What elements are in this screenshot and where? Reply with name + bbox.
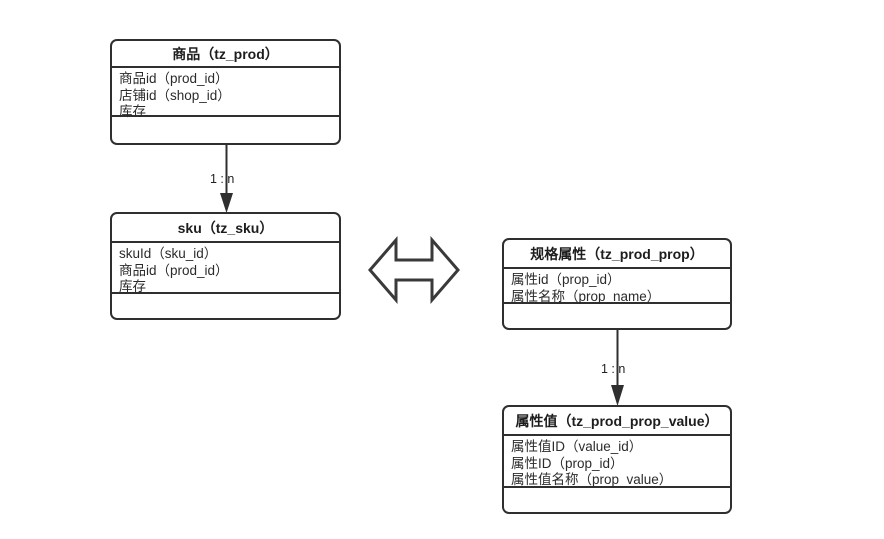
attribute-row: 库存 xyxy=(119,279,146,294)
entity-tz-prod-methods xyxy=(112,117,339,141)
entity-tz-prod-prop-value-methods xyxy=(504,488,730,512)
double-arrow-icon xyxy=(368,236,460,304)
attribute-row: 商品id（prod_id） xyxy=(119,71,229,86)
attribute-row: 属性id（prop_id） xyxy=(511,272,621,287)
entity-tz-sku[interactable]: sku（tz_sku） skuId（sku_id） 商品id（prod_id） … xyxy=(110,212,341,320)
attribute-row: 属性名称（prop_name） xyxy=(511,288,661,304)
entity-tz-sku-attributes: skuId（sku_id） 商品id（prod_id） 库存 xyxy=(112,243,339,294)
relation-prod-sku-label: 1 : n xyxy=(210,172,235,186)
relation-prop-propvalue xyxy=(611,328,624,406)
entity-tz-prod-title-text: 商品（tz_prod） xyxy=(172,45,279,62)
entity-tz-prod-prop-value-title-text: 属性值（tz_prod_prop_value） xyxy=(515,412,719,429)
entity-tz-prod-prop-value-attributes: 属性值ID（value_id） 属性ID（prop_id） 属性值名称（prop… xyxy=(504,436,730,488)
entity-tz-sku-methods xyxy=(112,294,339,318)
relation-prop-propvalue-label: 1 : n xyxy=(601,362,626,376)
entity-tz-prod-prop-title: 规格属性（tz_prod_prop） xyxy=(504,240,730,269)
entity-tz-prod-prop-methods xyxy=(504,304,730,328)
entity-tz-prod-title: 商品（tz_prod） xyxy=(112,41,339,68)
attribute-row: 库存 xyxy=(119,104,146,119)
entity-tz-sku-title: sku（tz_sku） xyxy=(112,214,339,243)
entity-tz-prod-attributes: 商品id（prod_id） 店铺id（shop_id） 库存 xyxy=(112,68,339,119)
entity-tz-prod-prop[interactable]: 规格属性（tz_prod_prop） 属性id（prop_id） 属性名称（pr… xyxy=(502,238,732,330)
attribute-row: skuId（sku_id） xyxy=(119,246,218,261)
attribute-row: 店铺id（shop_id） xyxy=(119,87,231,103)
entity-tz-prod-prop-title-text: 规格属性（tz_prod_prop） xyxy=(530,245,704,262)
attribute-row: 商品id（prod_id） xyxy=(119,262,229,278)
relation-prod-sku xyxy=(220,143,233,213)
entity-tz-sku-title-text: sku（tz_sku） xyxy=(177,219,274,236)
attribute-row: 属性值ID（value_id） xyxy=(511,439,643,454)
entity-tz-prod-prop-attributes: 属性id（prop_id） 属性名称（prop_name） xyxy=(504,269,730,304)
entity-tz-prod[interactable]: 商品（tz_prod） 商品id（prod_id） 店铺id（shop_id） … xyxy=(110,39,341,145)
attribute-row: 属性ID（prop_id） xyxy=(511,455,624,471)
entity-tz-prod-prop-value[interactable]: 属性值（tz_prod_prop_value） 属性值ID（value_id） … xyxy=(502,405,732,514)
entity-tz-prod-prop-value-title: 属性值（tz_prod_prop_value） xyxy=(504,407,730,436)
attribute-row: 属性值名称（prop_value） xyxy=(511,472,673,487)
